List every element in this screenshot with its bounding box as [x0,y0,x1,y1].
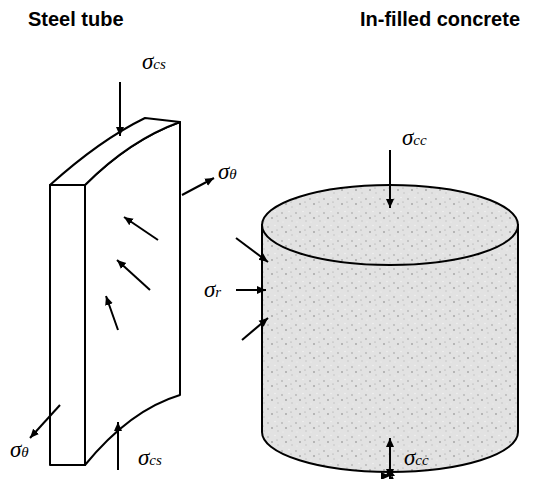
stress-arrow [389,438,391,476]
stress-symbol: σcc [404,446,429,469]
stress-symbol: σcs [142,50,166,73]
stress-arrows [30,82,214,470]
stress-symbol: σcs [138,446,162,469]
stress-symbol: σr [204,278,221,301]
stress-symbol: σcc [402,126,427,149]
concrete-cylinder [262,185,518,472]
part-heading: Steel tube [28,8,124,31]
part-heading: In-filled concrete [360,8,520,31]
stress-arrows [236,150,392,478]
stress-symbol: σθ [10,438,29,461]
steel-tube-segment [50,118,180,465]
stress-symbol: σθ [218,160,237,183]
